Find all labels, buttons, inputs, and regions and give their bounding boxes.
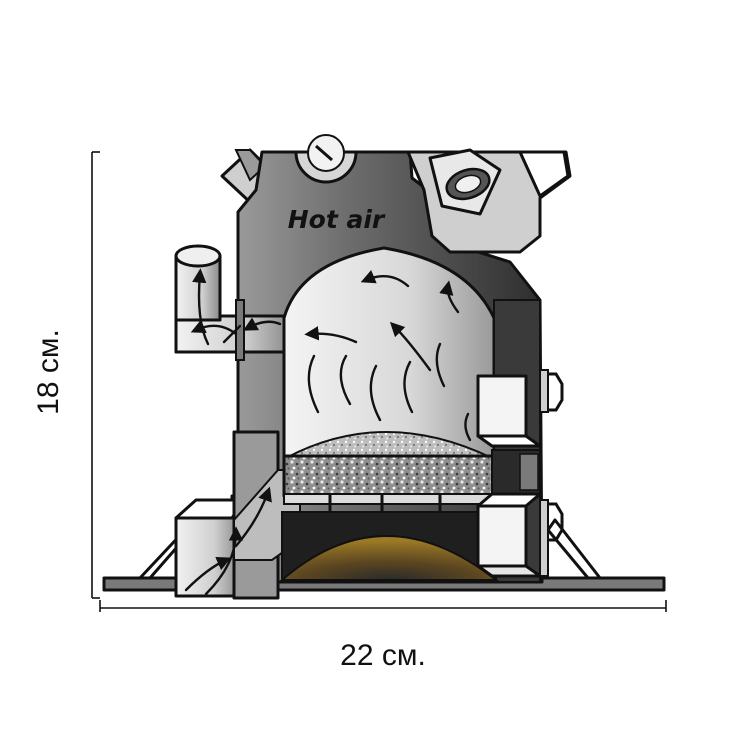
width-dimension-line bbox=[99, 600, 667, 612]
width-dimension-label: 22 см. bbox=[340, 639, 426, 672]
upper-door bbox=[476, 369, 564, 448]
gauge-icon bbox=[294, 134, 358, 184]
middle-slot bbox=[491, 449, 541, 495]
inlet-airflow-arrows bbox=[184, 486, 272, 596]
lower-door bbox=[476, 492, 564, 578]
gravel-top-layer bbox=[285, 431, 493, 459]
combustion-chamber bbox=[282, 246, 496, 460]
hot-air-label: Hot air bbox=[288, 205, 386, 234]
top-right-fitting bbox=[406, 148, 572, 254]
height-dimension-line bbox=[91, 151, 100, 599]
support-leg-right bbox=[546, 518, 602, 580]
chamber-airflow-arrows bbox=[304, 270, 472, 442]
chimney-airflow-arrows bbox=[190, 268, 282, 346]
height-dimension-label: 18 см. bbox=[32, 329, 65, 415]
gravel-layer bbox=[282, 454, 498, 498]
